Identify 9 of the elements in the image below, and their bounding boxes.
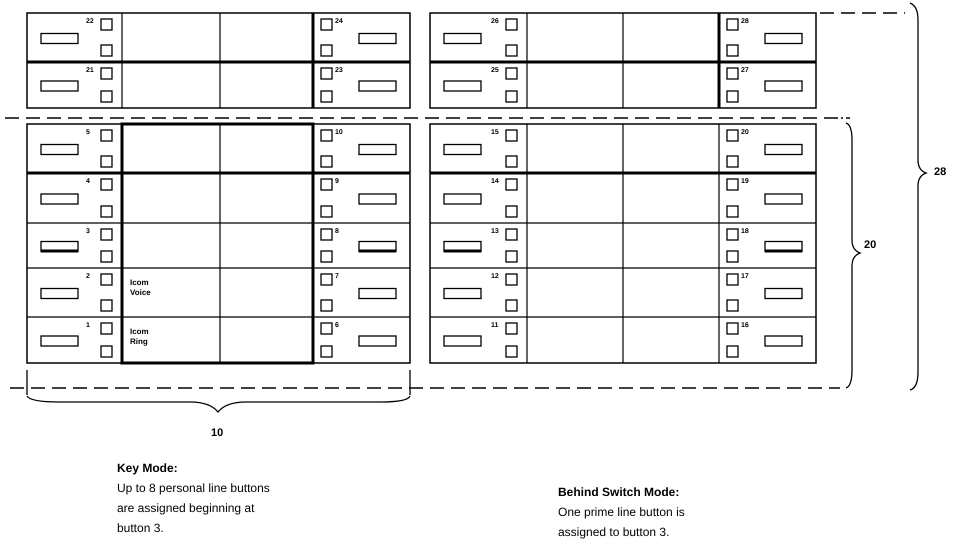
mode-description: One prime line button is assigned to button 3. [558,504,686,541]
dimension-label: 28 [934,167,946,178]
cell-text: Icom Ring [130,327,150,347]
mode-heading: Key Mode: [117,460,178,477]
mode-heading: Behind Switch Mode: [558,484,680,501]
dimension-label: 10 [211,428,224,439]
cell-text: Icom Voice [130,278,152,298]
dimension-label: 20 [864,240,876,251]
mode-description: Up to 8 personal line buttons are assigned beginning at button 3. [117,480,271,537]
